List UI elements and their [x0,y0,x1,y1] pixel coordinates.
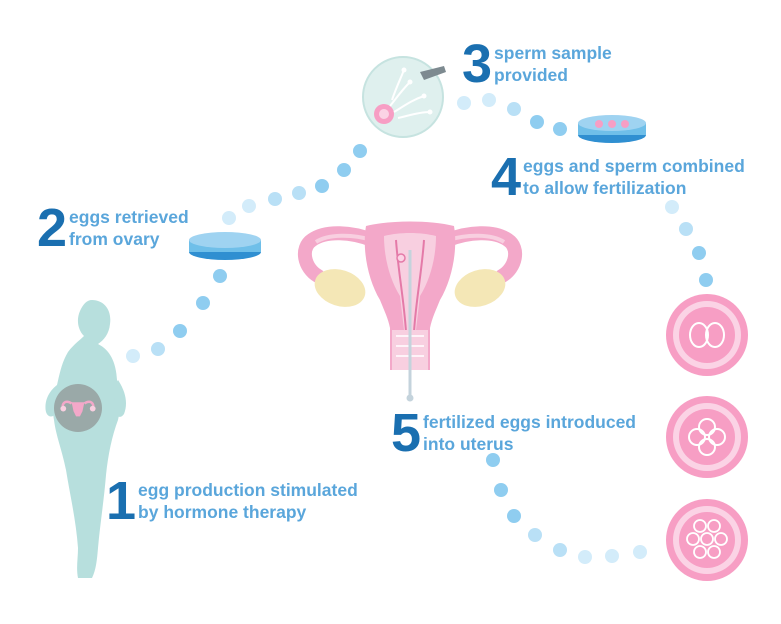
path-dot [457,96,471,110]
path-dot [494,483,508,497]
path-dot [679,222,693,236]
path-dot [482,93,496,107]
path-dot [578,550,592,564]
petri-dish-icon [189,232,261,260]
path-dot [486,453,500,467]
sperm-sample-icon [362,56,446,138]
path-dot [507,102,521,116]
step-2: 2 eggs retrieved from ovary [37,201,189,255]
path-dot [530,115,544,129]
path-dot [196,296,210,310]
step-2-label: eggs retrieved from ovary [69,207,189,249]
path-dot [222,211,236,225]
step-4-label: eggs and sperm combined to allow fertili… [523,156,745,198]
path-dot [173,324,187,338]
uterus-icon [297,221,523,402]
path-dot [633,545,647,559]
path-dot [528,528,542,542]
path-dot [553,122,567,136]
path-dot [605,549,619,563]
embryo-icon-4-cell [666,396,748,478]
path-dot [292,186,306,200]
step-3-number: 3 [462,34,492,94]
path-dot [665,200,679,214]
path-dot [692,246,706,260]
step-1-number: 1 [106,471,136,531]
embryo-icon-2-cell [666,294,748,376]
woman-silhouette-icon [45,300,126,578]
path-dot [151,342,165,356]
step-5-label: fertilized eggs introduced into uterus [423,412,636,454]
path-dot [699,273,713,287]
step-1: 1 egg production stimulated by hormone t… [106,474,358,528]
step-5: 5 fertilized eggs introduced into uterus [391,406,636,460]
path-dot [507,509,521,523]
step-4: 4 eggs and sperm combined to allow ferti… [491,150,745,204]
path-dot [268,192,282,206]
path-dot [353,144,367,158]
dotted-path [126,93,713,564]
step-1-label: egg production stimulated by hormone the… [138,480,358,522]
path-dot [315,179,329,193]
embryo-icon-8-cell [666,499,748,581]
step-5-number: 5 [391,403,421,463]
step-3: 3 sperm sample provided [462,37,612,91]
path-dot [242,199,256,213]
step-4-number: 4 [491,147,521,207]
path-dot [126,349,140,363]
path-dot [213,269,227,283]
petri-dish-eggs-icon [578,115,646,143]
path-dot [337,163,351,177]
step-3-label: sperm sample provided [494,43,612,85]
path-dot [553,543,567,557]
step-2-number: 2 [37,198,67,258]
